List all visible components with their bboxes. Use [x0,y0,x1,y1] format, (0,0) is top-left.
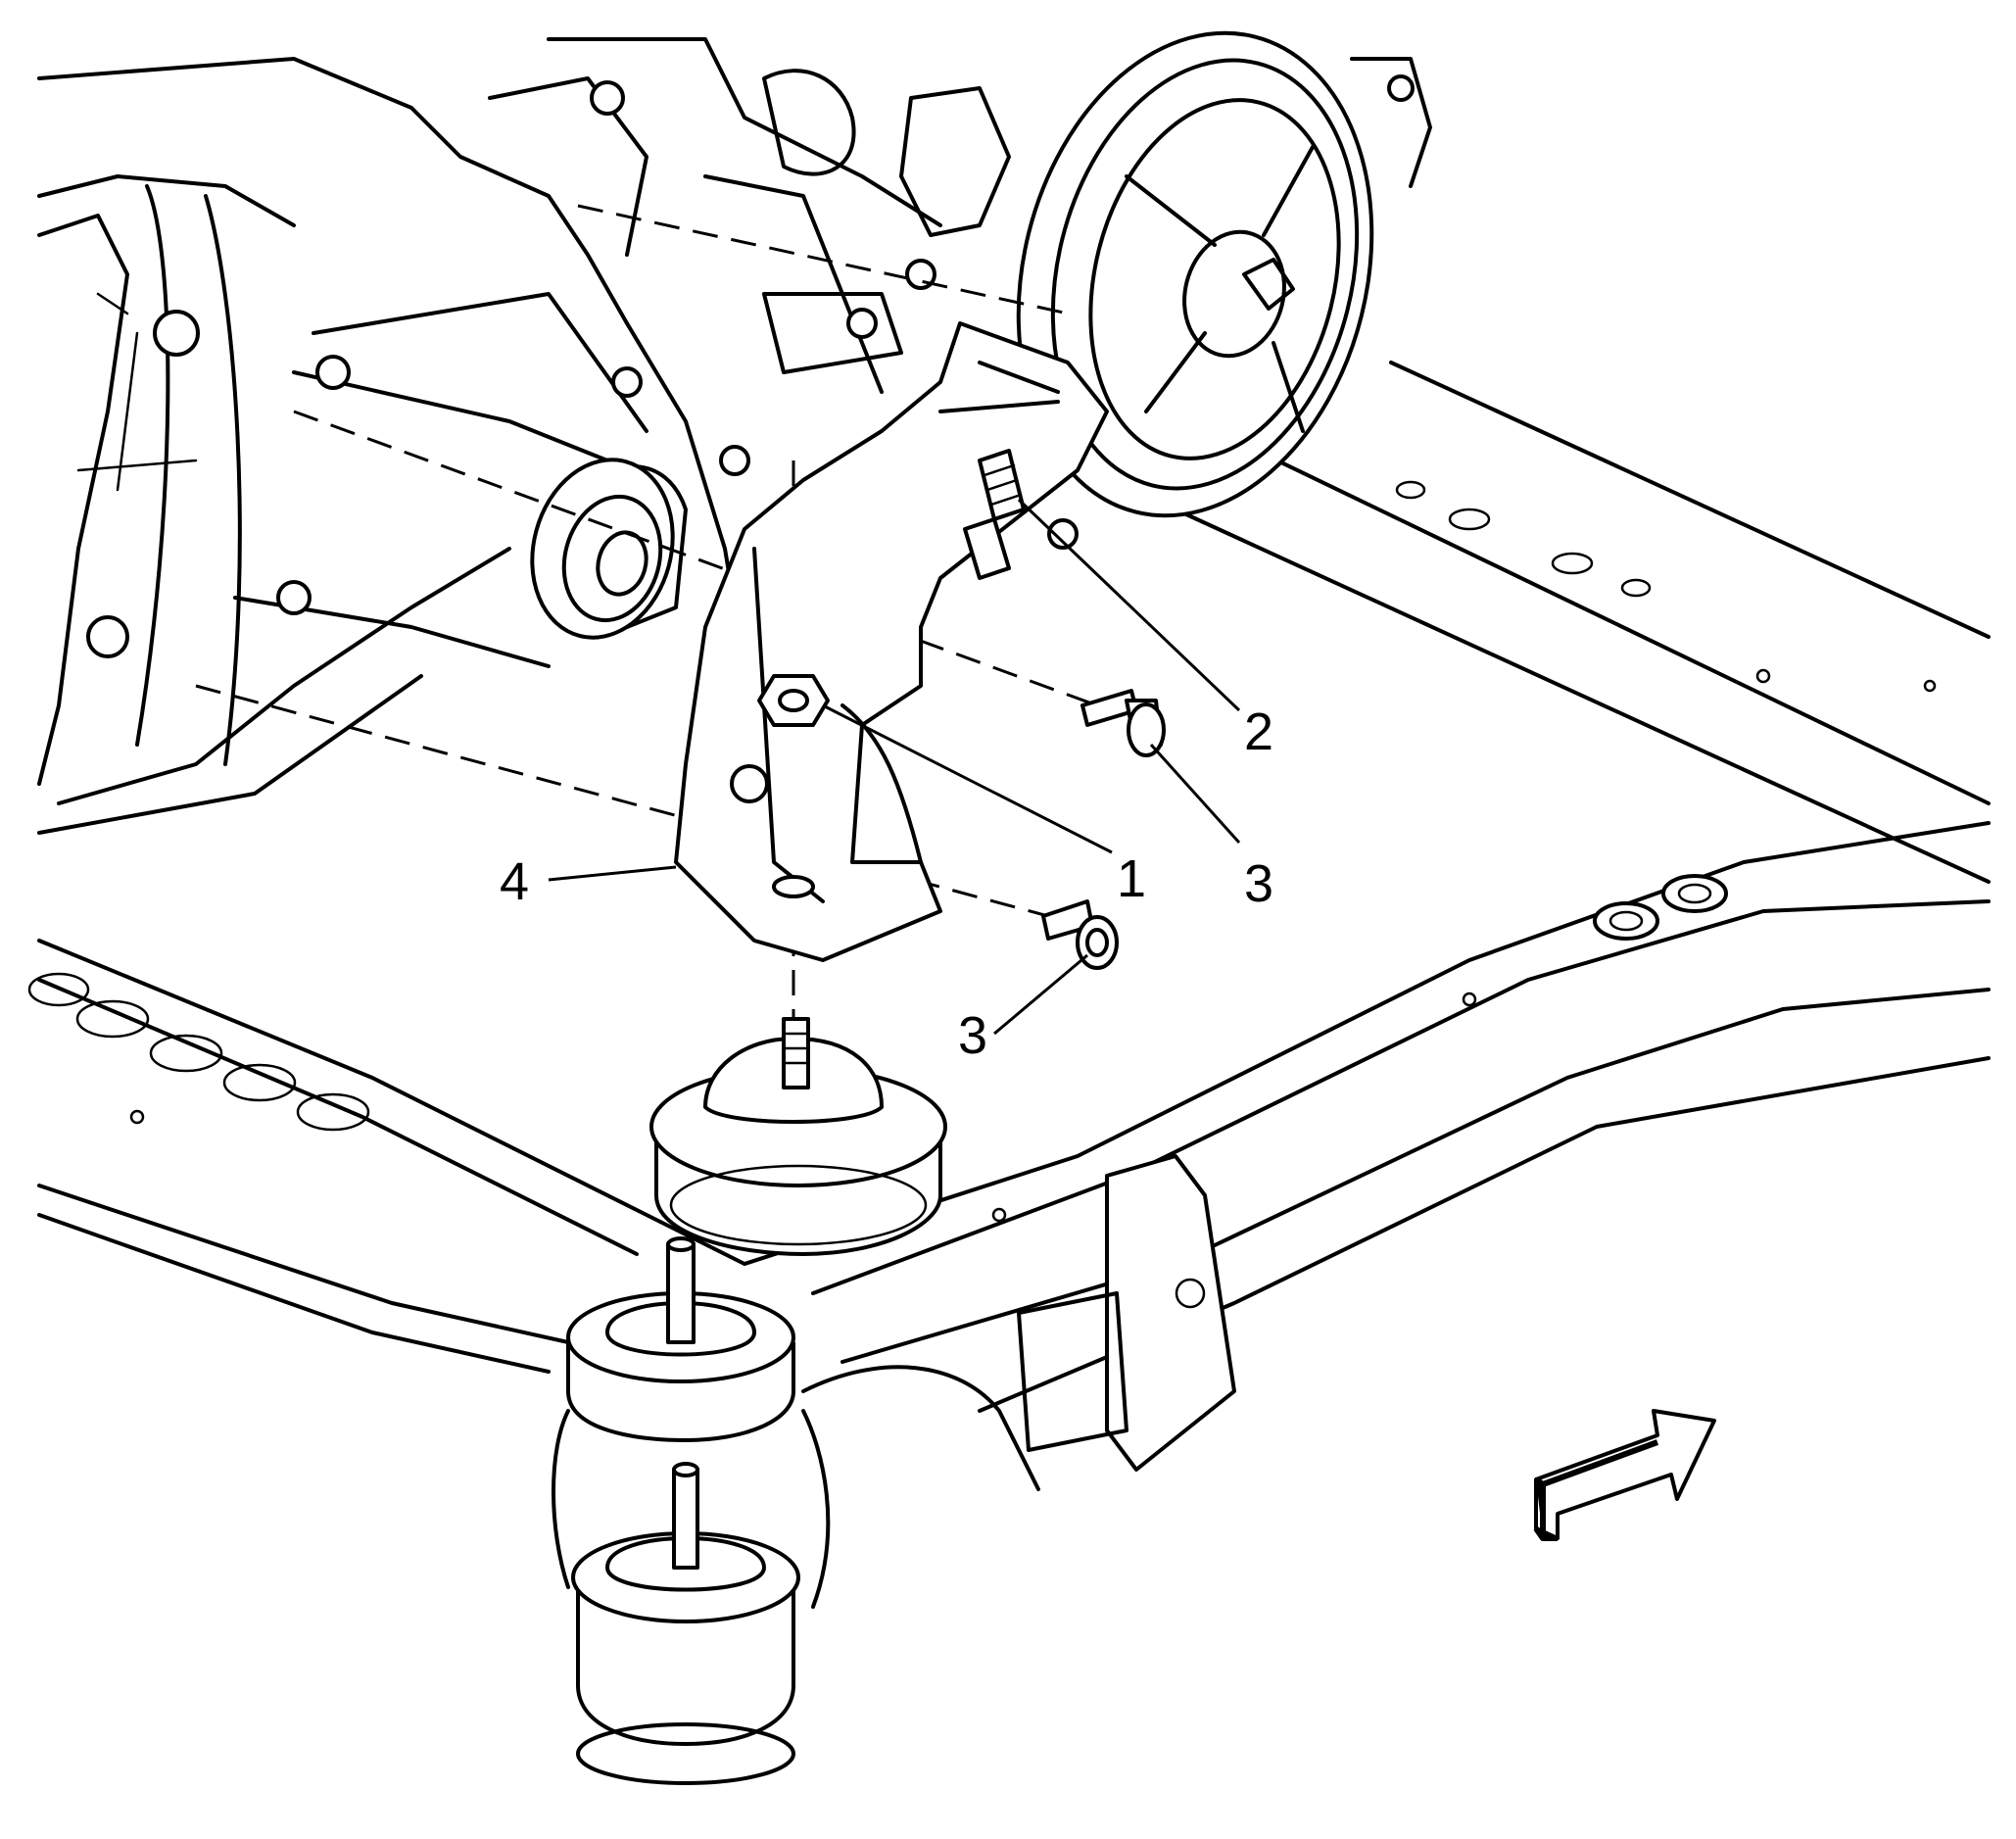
frame-rail-left [27,939,746,1374]
callout-3-lower: 3 [958,1006,987,1065]
body-mount-bracket [552,1365,1040,1609]
body-mount-upper [566,1236,795,1442]
callout-1: 1 [1117,849,1146,908]
bolt-lower [1041,899,1119,970]
frame-rail-right [1174,361,1991,884]
callout-2: 2 [1244,702,1273,761]
bolt-upper [1080,689,1166,757]
forward-direction-arrow-icon [1533,1409,1716,1541]
frame-crossmember [743,821,1991,1472]
crankshaft-pulley [1016,30,1374,518]
nut [757,674,830,727]
callout-3-upper: 3 [1244,854,1273,913]
crank-gear [530,458,675,640]
leader-lines [548,498,1241,1036]
body-mount-lower [571,1462,800,1785]
stud [963,449,1079,580]
callout-4: 4 [500,852,529,911]
engine-mount-bracket [674,321,1109,962]
engine-block [37,37,1432,835]
engine-mount [649,1017,947,1256]
